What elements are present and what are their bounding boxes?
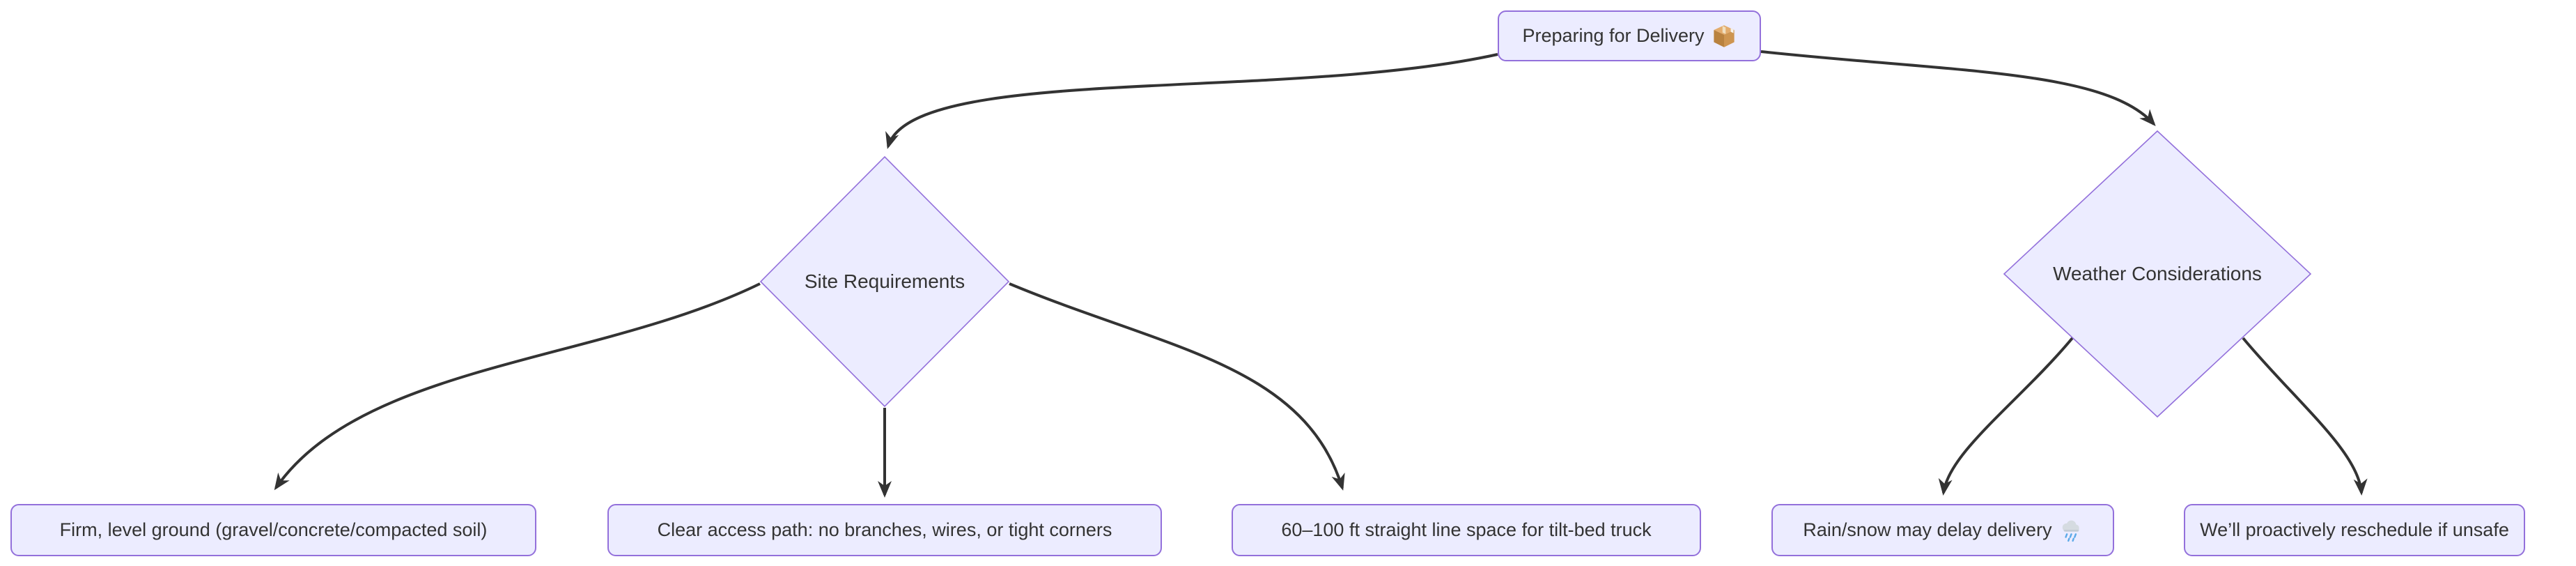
node-proactive-reschedule: We’ll proactively reschedule if unsafe	[2184, 504, 2525, 556]
node-rain-snow-delay: Rain/snow may delay delivery	[1771, 504, 2114, 556]
decision-weather-considerations-shape	[2003, 130, 2312, 418]
edge-root-to-site	[885, 53, 1498, 149]
decision-site-requirements-shape	[759, 155, 1010, 408]
node-preparing-for-delivery-label: Preparing for Delivery	[1522, 25, 1705, 47]
edge-weather-to-leaf5	[2242, 337, 2368, 496]
node-firm-level-ground: Firm, level ground (gravel/concrete/comp…	[10, 504, 536, 556]
node-preparing-for-delivery: Preparing for Delivery	[1498, 10, 1761, 61]
rain-cloud-icon	[2062, 520, 2079, 542]
edge-site-to-leaf3	[1009, 282, 1345, 491]
edge-root-to-weather	[1760, 50, 2156, 126]
edge-site-to-leaf1	[274, 282, 761, 491]
package-icon	[1713, 24, 1735, 47]
node-clear-access-path: Clear access path: no branches, wires, o…	[607, 504, 1162, 556]
edge-weather-to-leaf4	[1938, 337, 2074, 496]
node-straight-line-space: 60–100 ft straight line space for tilt-b…	[1232, 504, 1701, 556]
